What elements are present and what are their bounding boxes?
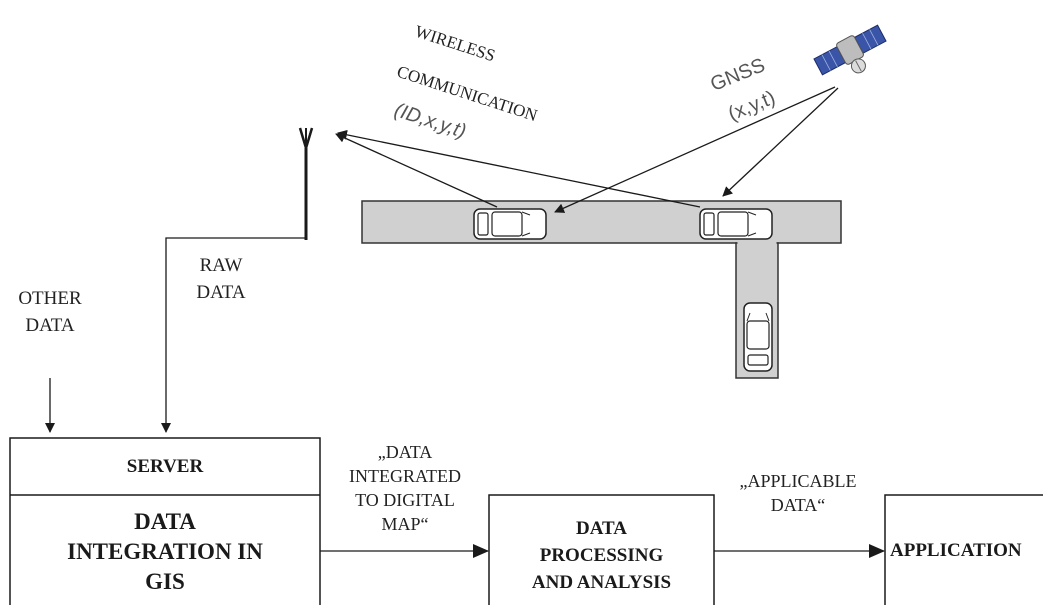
wireless-arrow-right-car — [337, 129, 701, 208]
integrated-line2: INTEGRATED — [349, 466, 461, 486]
wireless-arrow-left-car — [335, 133, 498, 208]
processing-title-line1: DATA — [575, 517, 628, 539]
processing-title-line2: PROCESSING — [539, 544, 664, 566]
processing-title: DATA PROCESSING AND ANALYSIS — [489, 505, 714, 605]
other-data-label: OTHER DATA — [10, 285, 90, 339]
processing-box — [488, 494, 715, 605]
applicable-line2: DATA“ — [770, 495, 826, 515]
raw-data-line1: RAW — [199, 255, 243, 276]
application-box — [884, 494, 1043, 605]
gnss-arrow-right-car — [722, 87, 839, 197]
car-icon-vertical — [743, 302, 773, 372]
integrated-data-label: „DATA INTEGRATED TO DIGITAL MAP“ — [330, 440, 480, 536]
application-title: APPLICATION — [890, 540, 1022, 561]
processing-title-line3: AND ANALYSIS — [531, 571, 672, 593]
raw-data-connector — [161, 237, 306, 433]
other-data-line2: DATA — [25, 315, 75, 336]
integrated-line4: MAP“ — [381, 514, 429, 534]
server-gis-box — [9, 437, 321, 605]
applicable-data-label: „APPLICABLE DATA“ — [718, 469, 878, 517]
raw-data-label: RAW DATA — [186, 252, 256, 306]
applicable-line1: „APPLICABLE — [739, 471, 857, 491]
gis-title-line3: GIS — [145, 568, 185, 594]
gis-title-line1: DATA — [134, 508, 196, 534]
server-title: SERVER — [126, 456, 204, 477]
raw-data-line2: DATA — [196, 282, 246, 303]
gis-title-line2: INTEGRATION IN — [67, 538, 263, 564]
car-icon-right — [699, 208, 773, 240]
other-data-line1: OTHER — [18, 288, 82, 309]
antenna-icon — [298, 127, 314, 240]
integrated-line3: TO DIGITAL — [355, 490, 455, 510]
satellite-icon — [813, 24, 887, 76]
gnss-arrow-left-car — [554, 86, 836, 213]
car-icon-left — [473, 208, 547, 240]
gis-title: DATA INTEGRATION IN GIS — [10, 498, 320, 605]
integrated-line1: „DATA — [377, 442, 433, 462]
